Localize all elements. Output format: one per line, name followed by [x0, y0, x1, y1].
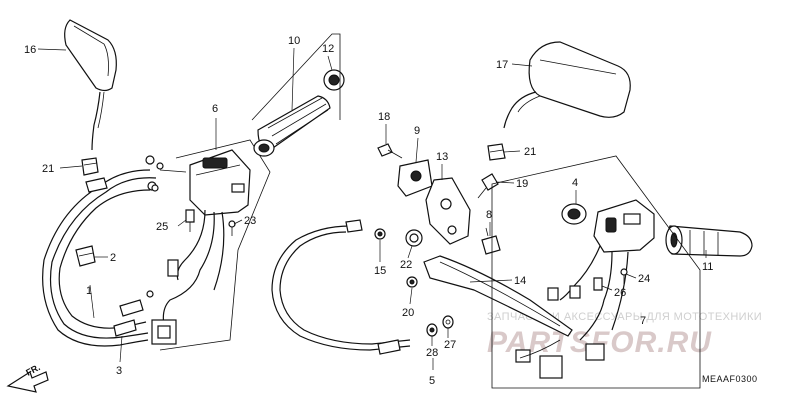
callout-labels: 16 21 2 1 3 6 25 23 10 12 17 21 18 9 13 …: [24, 35, 713, 387]
mirror-adapter-left: [81, 157, 99, 176]
callout-24: 24: [638, 273, 650, 285]
front-direction-indicator: FR.: [6, 362, 49, 393]
pivot-collar-22: [405, 229, 423, 247]
throttle-cable: [271, 219, 411, 355]
callout-20: 20: [402, 307, 414, 319]
callout-11: 11: [702, 261, 713, 273]
screw-26: [593, 277, 603, 291]
callout-9: 9: [414, 125, 420, 137]
stop-switch: [481, 227, 501, 255]
callout-26: 26: [614, 287, 626, 299]
callout-5: 5: [429, 375, 435, 387]
nut-27: [442, 315, 454, 329]
callout-8: 8: [486, 209, 492, 221]
callout-4: 4: [572, 177, 578, 189]
callout-7: 7: [640, 315, 646, 327]
bolt-18: [377, 143, 403, 159]
callout-2: 2: [110, 252, 116, 264]
callout-10: 10: [288, 35, 300, 47]
callout-28: 28: [426, 347, 438, 359]
callout-1: 1: [86, 285, 92, 297]
callout-13: 13: [436, 151, 448, 163]
callout-21-right: 21: [524, 146, 536, 158]
screw-23: [228, 220, 236, 236]
right-mirror: [503, 41, 631, 129]
callout-21-left: 21: [42, 163, 54, 175]
right-grip: [665, 225, 753, 257]
clutch-cable: [42, 155, 157, 347]
lever-bracket: [425, 177, 471, 245]
callout-23: 23: [244, 215, 256, 227]
callout-19: 19: [516, 178, 528, 190]
callout-3: 3: [116, 365, 122, 377]
callout-15: 15: [374, 265, 386, 277]
screw-19: [477, 173, 499, 199]
washer-28: [426, 323, 438, 337]
diagram-code: MEAAF0300: [702, 374, 758, 384]
callout-27: 27: [444, 339, 456, 351]
lever-holder: [397, 159, 433, 197]
callout-25: 25: [156, 221, 168, 233]
callout-12: 12: [322, 43, 334, 55]
callout-14: 14: [514, 275, 526, 287]
grip-end-cap: [323, 69, 345, 91]
screw-24: [620, 268, 628, 284]
mirror-adapter-right: [487, 143, 506, 161]
right-switch-housing: [515, 199, 655, 379]
left-switch-housing: [151, 149, 251, 345]
pivot-bolt-15: [374, 228, 386, 240]
leader-lines: [37, 47, 707, 370]
screw-25: [185, 209, 195, 232]
switch-bearing: [561, 203, 587, 225]
left-mirror: [64, 19, 117, 151]
callout-6: 6: [212, 103, 218, 115]
nut-20: [406, 276, 418, 288]
callout-17: 17: [496, 59, 508, 71]
callout-18: 18: [378, 111, 390, 123]
callout-16: 16: [24, 44, 36, 56]
throttle-grip: [253, 95, 331, 157]
cable-clamp: [75, 245, 96, 267]
callout-22: 22: [400, 259, 412, 271]
